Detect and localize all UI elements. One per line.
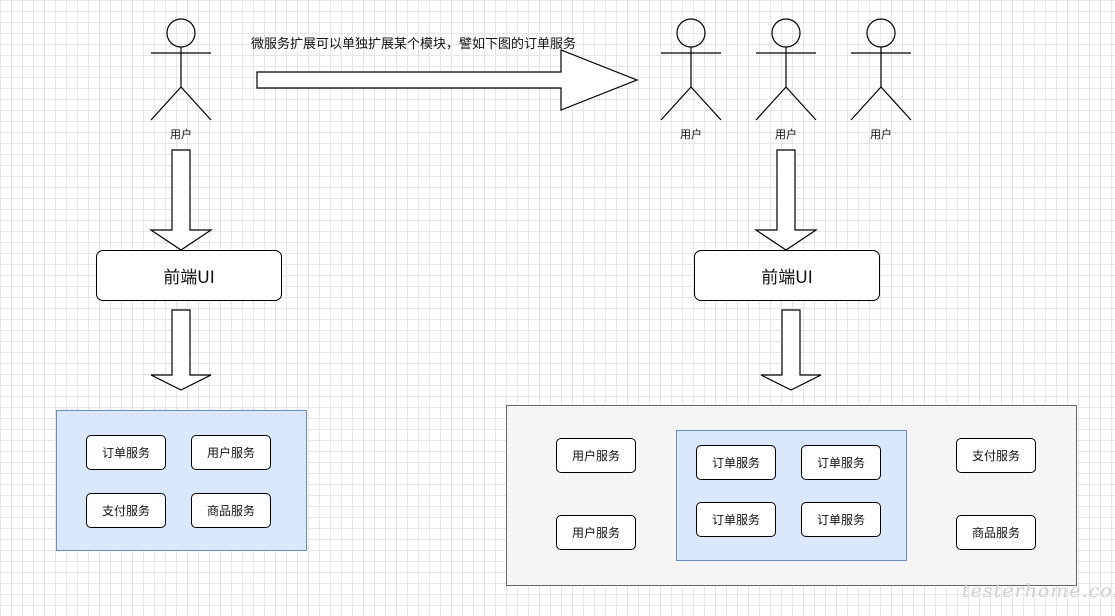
service-user-right-2: 用户服务 [556, 515, 636, 550]
service-payment-left: 支付服务 [86, 493, 166, 528]
user-label-left: 用户 [170, 128, 192, 141]
service-order-left: 订单服务 [86, 435, 166, 470]
down-arrow-left-top [149, 149, 213, 251]
service-user-left: 用户服务 [191, 435, 271, 470]
service-order-right-3: 订单服务 [696, 502, 776, 537]
service-payment-right: 支付服务 [956, 438, 1036, 473]
user-label-right-1: 用户 [680, 128, 702, 141]
diagram-caption: 微服务扩展可以单独扩展某个模块，譬如下图的订单服务 [251, 37, 577, 52]
user-figure-right-2 [755, 18, 817, 121]
watermark: testerhome.com [962, 580, 1115, 602]
service-product-left: 商品服务 [191, 493, 271, 528]
service-order-right-1: 订单服务 [696, 445, 776, 480]
frontend-ui-right: 前端UI [694, 250, 880, 301]
user-figure-right-1 [660, 18, 722, 121]
user-label-right-2: 用户 [775, 128, 797, 141]
scale-out-arrow [256, 49, 639, 111]
service-user-right-1: 用户服务 [556, 438, 636, 473]
user-figure-right-3 [850, 18, 912, 121]
service-order-right-2: 订单服务 [801, 445, 881, 480]
monolith-service-container [56, 410, 307, 551]
down-arrow-right-top [754, 149, 818, 251]
frontend-ui-left: 前端UI [96, 250, 282, 301]
service-order-right-4: 订单服务 [801, 502, 881, 537]
user-label-right-3: 用户 [870, 128, 892, 141]
user-figure-left [150, 18, 212, 121]
down-arrow-right-bottom [760, 309, 822, 391]
down-arrow-left-bottom [150, 309, 212, 391]
service-product-right: 商品服务 [956, 515, 1036, 550]
